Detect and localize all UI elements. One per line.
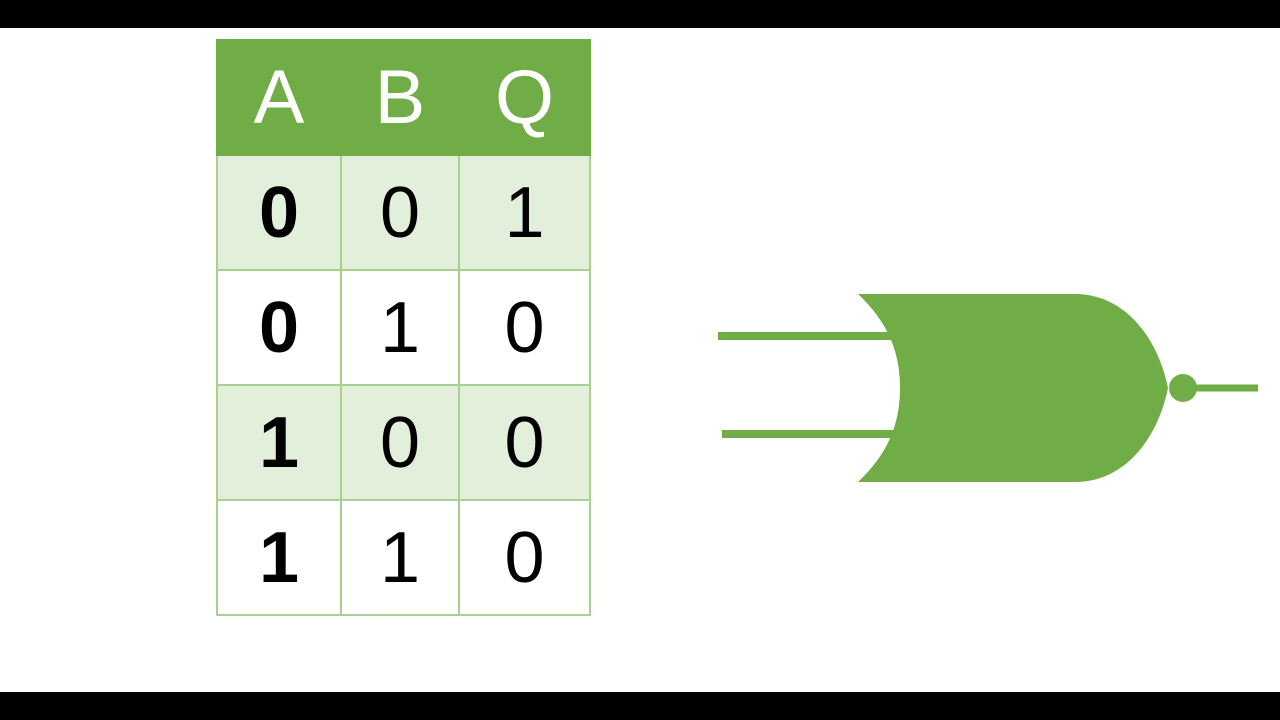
cell-input-a: 1: [216, 384, 342, 501]
table-row: 0 0 1: [216, 154, 591, 271]
cell-input-b: 1: [340, 499, 460, 616]
letterbox-bottom: [0, 692, 1280, 720]
nor-gate-icon: [718, 294, 1258, 482]
cell-output-q: 0: [458, 269, 591, 386]
gate-body: [858, 294, 1168, 482]
letterbox-top: [0, 0, 1280, 28]
cell-output-q: 1: [458, 154, 591, 271]
truth-table: A B Q 0 0 1 0 1 0 1 0 0 1 1: [216, 39, 591, 616]
cell-input-b: 1: [340, 269, 460, 386]
column-header-q: Q: [458, 39, 591, 156]
cell-output-q: 0: [458, 384, 591, 501]
cell-input-b: 0: [340, 384, 460, 501]
table-row: 0 1 0: [216, 269, 591, 386]
slide-canvas: A B Q 0 0 1 0 1 0 1 0 0 1 1: [0, 28, 1280, 692]
column-header-b: B: [340, 39, 460, 156]
cell-input-a: 1: [216, 499, 342, 616]
table-row: 1 0 0: [216, 384, 591, 501]
cell-output-q: 0: [458, 499, 591, 616]
cell-input-a: 0: [216, 154, 342, 271]
inversion-bubble: [1169, 374, 1197, 402]
header-row: A B Q: [216, 39, 591, 156]
column-header-a: A: [216, 39, 342, 156]
table-row: 1 1 0: [216, 499, 591, 616]
cell-input-b: 0: [340, 154, 460, 271]
cell-input-a: 0: [216, 269, 342, 386]
